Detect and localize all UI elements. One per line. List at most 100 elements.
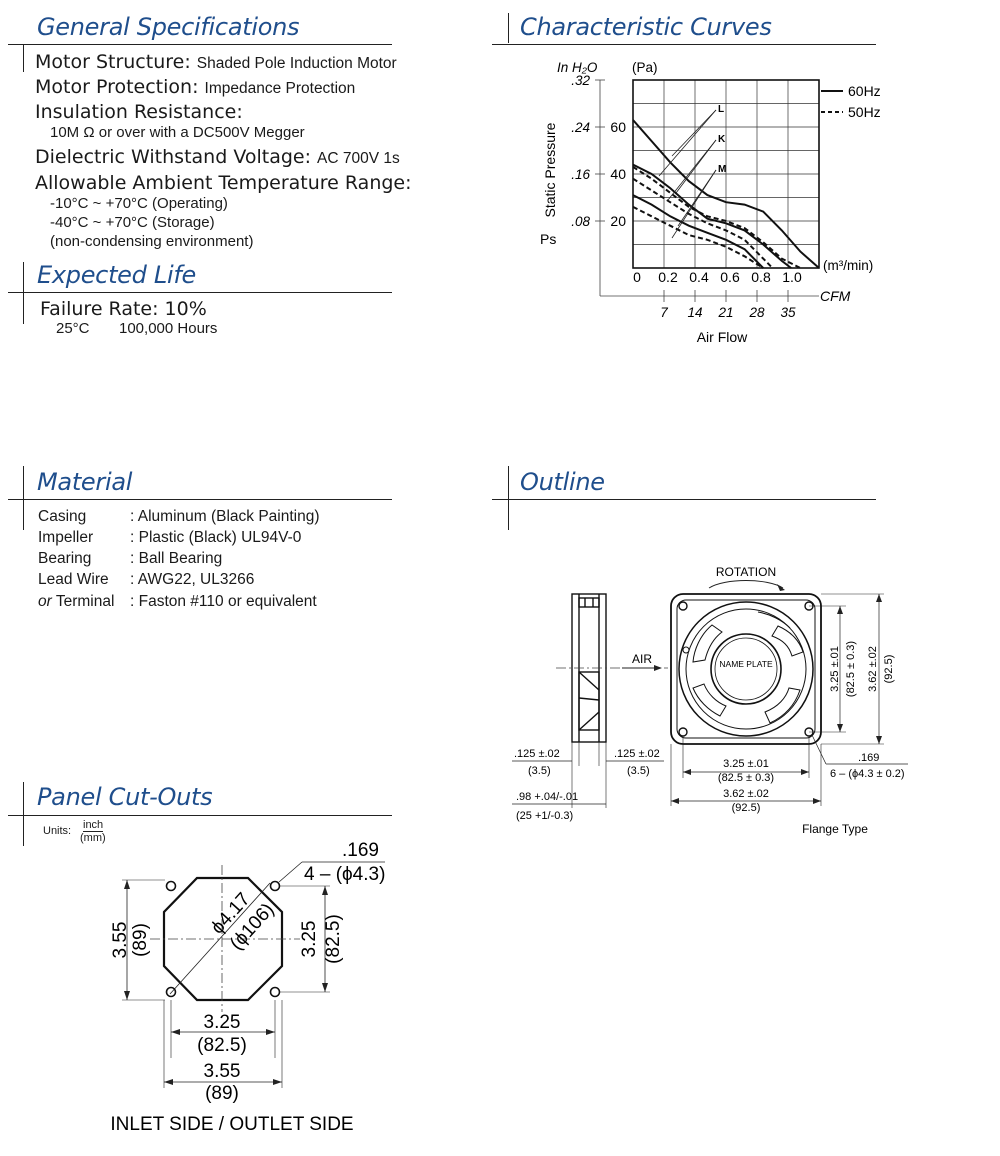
hole-leader xyxy=(811,734,827,765)
cfm-tick-label: 14 xyxy=(687,305,702,320)
material-row-casing: Casing : Aluminum (Black Painting) xyxy=(38,508,320,526)
section-rule-vertical xyxy=(508,13,509,43)
arrowhead xyxy=(273,1079,282,1085)
m3-tick-label: 1.0 xyxy=(782,269,802,285)
ambient-storage: -40°C ~ +70°C (Storage) xyxy=(50,214,215,231)
hole-mm: 6 – (ϕ4.3 ± 0.2) xyxy=(830,768,905,780)
m3-unit: (m³/min) xyxy=(823,258,873,273)
life-temp: 25°C xyxy=(56,320,90,337)
v-pitch-mm: (82.5 ± 0.3) xyxy=(845,641,857,697)
width-mm: (92.5) xyxy=(732,802,761,814)
rotation-arrowhead xyxy=(777,584,785,591)
pa-tick-label: 40 xyxy=(610,166,626,182)
inner-dim-mm: (82.5) xyxy=(197,1035,247,1056)
air-label: AIR xyxy=(632,652,652,666)
material-value: : Aluminum (Black Painting) xyxy=(130,508,320,525)
material-key: Bearing xyxy=(38,550,92,567)
side-width2-mm: (3.5) xyxy=(627,765,650,777)
left-dim-inch: 3.55 xyxy=(110,922,131,959)
mount-hole xyxy=(269,880,281,892)
material-value: : Faston #110 or equivalent xyxy=(130,593,317,610)
units-inch: inch xyxy=(83,819,104,832)
legend-50hz: 50Hz xyxy=(848,104,881,120)
cfm-tick-label: 7 xyxy=(660,305,668,320)
x-axis-label: Air Flow xyxy=(697,329,748,345)
arrowhead xyxy=(124,880,130,889)
series-line-k-50hz xyxy=(632,177,774,269)
outer-dim-inch: 3.55 xyxy=(204,1061,241,1082)
section-rule xyxy=(492,44,876,45)
material-row-terminal: or Terminal: Faston #110 or equivalent xyxy=(38,593,317,611)
m3-tick-label: 0.6 xyxy=(720,269,740,285)
v-width-inch: 3.62 ±.02 xyxy=(867,646,879,692)
section-rule-vertical xyxy=(23,262,24,324)
v-pitch-inch: 3.25 ±.01 xyxy=(829,646,841,692)
arrowhead xyxy=(164,1079,173,1085)
side-width-inch: .125 ±.02 xyxy=(514,748,560,760)
v-width-mm: (92.5) xyxy=(883,655,895,684)
series-group xyxy=(632,119,820,269)
arrowhead xyxy=(322,886,328,895)
width-inch: 3.62 ±.02 xyxy=(723,788,769,800)
plot-frame xyxy=(632,79,820,269)
curve-label-m: M xyxy=(718,164,726,175)
m3-tick-label: 0.2 xyxy=(658,269,678,285)
outline-title: Outline xyxy=(520,468,605,496)
outer-dim-mm: (89) xyxy=(205,1083,239,1104)
depth-mm: (25 +1/-0.3) xyxy=(516,810,573,822)
hole-size-mm: 4 – (ϕ4.3) xyxy=(304,864,385,885)
section-rule-vertical xyxy=(23,44,24,72)
rotation-arrow xyxy=(708,580,784,589)
motor-structure-value: Shaded Pole Induction Motor xyxy=(196,55,397,72)
insulation-label: Insulation Resistance: xyxy=(35,101,243,123)
failure-rate: Failure Rate: 10% xyxy=(40,298,207,320)
left-dim-mm: (89) xyxy=(130,923,151,957)
material-row-bearing: Bearing: Ball Bearing xyxy=(38,550,222,568)
pitch-mm: (82.5 ± 0.3) xyxy=(718,772,774,784)
arrowhead xyxy=(124,991,130,1000)
section-rule-vertical xyxy=(23,782,24,846)
panel-caption: INLET SIDE / OUTLET SIDE xyxy=(110,1114,353,1135)
general-specifications-title: General Specifications xyxy=(37,13,300,41)
arrowhead xyxy=(876,594,882,602)
inh2o-tick-label: .32 xyxy=(571,73,590,88)
pa-tick-label: 60 xyxy=(610,119,626,135)
material-key: Casing xyxy=(38,508,87,525)
arrowhead xyxy=(671,798,679,804)
motor-structure: Motor Structure: Shaded Pole Induction M… xyxy=(35,51,397,73)
material-or: or xyxy=(38,593,52,610)
material-value: : AWG22, UL3266 xyxy=(130,571,255,588)
arrowhead xyxy=(171,1029,180,1035)
series-line-m-50hz xyxy=(632,206,764,269)
series-line-l-60hz xyxy=(632,119,820,269)
ambient-label: Allowable Ambient Temperature Range: xyxy=(35,172,412,194)
cfm-tick-label: 21 xyxy=(717,305,733,320)
m3-tick-label: 0.8 xyxy=(751,269,771,285)
chart-grid xyxy=(633,80,819,268)
y-axis-label: Static Pressure xyxy=(542,122,558,217)
section-rule xyxy=(8,44,392,45)
curve-label-l: L xyxy=(718,104,724,115)
ambient-operating: -10°C ~ +70°C (Operating) xyxy=(50,195,228,212)
right-dim-inch: 3.25 xyxy=(299,921,320,958)
life-hours: 100,000 Hours xyxy=(119,320,218,337)
inh2o-tick-label: .08 xyxy=(571,214,590,229)
inh2o-tick-label: .24 xyxy=(571,120,590,135)
section-rule xyxy=(492,499,876,500)
cfm-tick-label: 28 xyxy=(748,305,765,320)
mount-hole xyxy=(165,880,177,892)
curve-label-k: K xyxy=(718,134,726,145)
mount-hole xyxy=(165,986,177,998)
hole-size-inch: .169 xyxy=(342,840,379,861)
fan-side-view xyxy=(571,593,607,743)
depth-inch: .98 +.04/-.01 xyxy=(516,791,578,803)
air-arrowhead xyxy=(654,665,662,671)
arrowhead xyxy=(801,769,809,775)
material-row-impeller: Impeller: Plastic (Black) UL94V-0 xyxy=(38,529,301,547)
inh2o-tick-label: .16 xyxy=(571,167,590,182)
series-line-m-60hz xyxy=(632,194,764,269)
arrowhead xyxy=(322,983,328,992)
name-plate-label: NAME PLATE xyxy=(719,659,773,669)
